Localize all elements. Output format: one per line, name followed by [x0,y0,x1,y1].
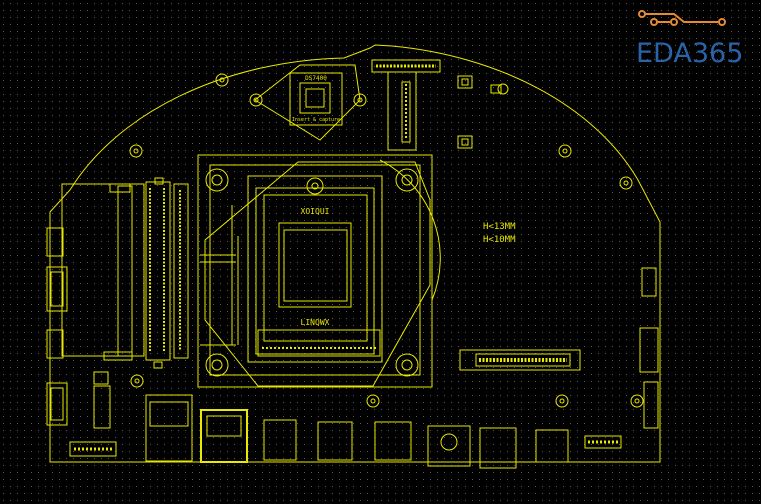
logo-text: EDA365 [636,38,744,69]
height-note-13mm: H<13MM [483,222,516,232]
chip-label: DS7400 [305,75,327,82]
chip-sublabel: Insert & capture [292,117,340,123]
socket-top-text: XOIQUI [301,207,330,216]
rear-io-connectors[interactable] [145,394,622,469]
pcie-slot-connector[interactable] [459,349,581,371]
left-headers[interactable] [46,227,117,457]
top-edge-connector[interactable] [371,59,441,151]
small-pads [457,75,502,149]
board-outline[interactable] [49,44,661,463]
height-note-10mm: H<10MM [483,235,516,245]
circuit-trace-icon [638,10,726,26]
cpu-socket-region[interactable] [197,154,441,388]
eda365-logo: EDA365 [634,8,752,69]
mounting-holes [129,73,644,408]
top-chip-footprint[interactable] [254,64,361,141]
socket-bottom-text: LINQWX [301,318,330,327]
dimm-slots[interactable] [61,177,189,369]
right-headers[interactable] [639,267,659,429]
